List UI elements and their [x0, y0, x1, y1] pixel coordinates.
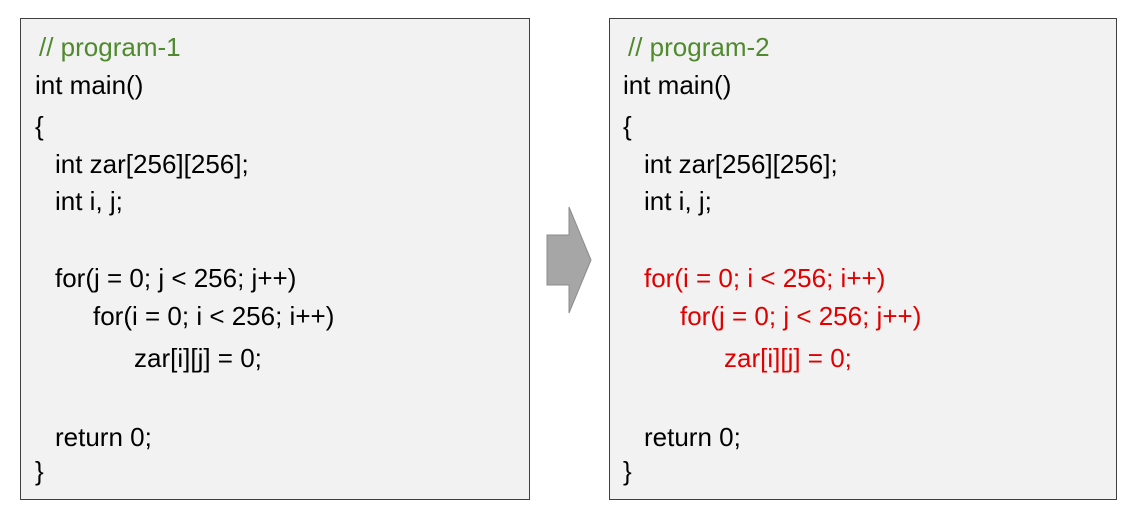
program-1-open-brace: {: [35, 111, 44, 141]
program-2-return: return 0;: [644, 422, 741, 452]
program-2-array-declaration: int zar[256][256];: [644, 149, 838, 179]
program-1-code-box: // program-1 int main() { int zar[256][2…: [20, 18, 530, 500]
program-2-code-box: // program-2 int main() { int zar[256][2…: [609, 18, 1117, 500]
program-2-main-signature: int main(): [623, 70, 732, 100]
program-2-assignment: zar[i][j] = 0;: [724, 343, 852, 373]
right-arrow-icon: [546, 206, 592, 314]
program-1-assignment: zar[i][j] = 0;: [134, 343, 262, 373]
program-2-close-brace: }: [623, 456, 632, 486]
program-2-inner-loop: for(j = 0; j < 256; j++): [680, 301, 922, 331]
program-2-index-declaration: int i, j;: [644, 186, 712, 216]
program-2-comment: // program-2: [628, 32, 770, 62]
program-1-main-signature: int main(): [35, 70, 144, 100]
program-2-outer-loop: for(i = 0; i < 256; i++): [644, 263, 886, 293]
program-1-close-brace: }: [35, 456, 44, 486]
program-1-comment: // program-1: [39, 32, 181, 62]
program-1-return: return 0;: [55, 422, 152, 452]
program-1-index-declaration: int i, j;: [55, 186, 123, 216]
program-1-outer-loop: for(j = 0; j < 256; j++): [55, 263, 297, 293]
program-1-array-declaration: int zar[256][256];: [55, 149, 249, 179]
program-1-inner-loop: for(i = 0; i < 256; i++): [93, 301, 335, 331]
program-2-open-brace: {: [623, 111, 632, 141]
